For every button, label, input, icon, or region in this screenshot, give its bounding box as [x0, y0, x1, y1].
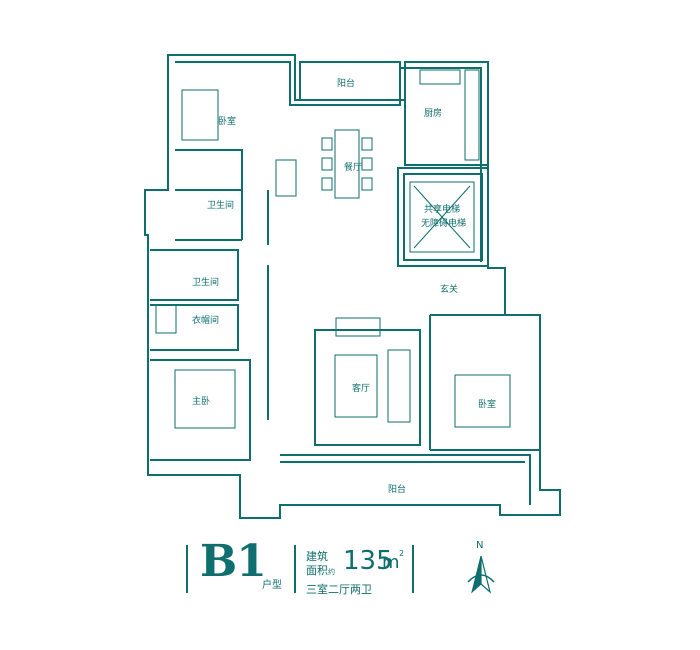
room-label-bathroom-1: 卫生间 — [207, 199, 234, 211]
room-label-balcony-bottom: 阳台 — [388, 483, 406, 495]
unit-type-suffix: 户型 — [262, 580, 282, 591]
room-label-closet: 衣帽间 — [192, 314, 219, 326]
north-label: N — [476, 540, 484, 551]
floor-plan-furniture — [155, 69, 511, 429]
room-label-balcony-top: 阳台 — [337, 77, 355, 89]
layout-description: 三室二厅两卫 — [306, 583, 372, 596]
room-label-entrance: 玄关 — [440, 283, 458, 295]
room-label-bedroom-1: 卧室 — [218, 115, 236, 127]
area-unit-sup: 2 — [399, 549, 405, 558]
room-label-elevator-1: 共享电梯 — [424, 203, 460, 215]
north-arrow-icon — [467, 555, 495, 594]
legend-divider-mid — [294, 545, 296, 593]
room-label-bathroom-2: 卫生间 — [192, 276, 219, 288]
area-label-line1: 建筑 — [306, 550, 328, 563]
room-labels: 卧室 阳台 厨房 餐厅 共享电梯 无障碍电梯 卫生间 卫生间 玄关 衣帽间 客厅… — [192, 77, 496, 495]
floor-plan-walls — [144, 54, 561, 519]
room-label-living: 客厅 — [352, 382, 370, 394]
room-label-kitchen: 厨房 — [424, 107, 442, 119]
unit-type: B1 — [200, 536, 267, 587]
room-label-elevator-2: 无障碍电梯 — [421, 217, 466, 229]
room-label-master: 主卧 — [192, 395, 210, 407]
room-label-bedroom-2: 卧室 — [478, 398, 496, 410]
area-value: 135 — [343, 546, 393, 576]
area-label-approx: 约 — [328, 568, 335, 576]
room-label-dining: 餐厅 — [344, 161, 362, 173]
legend-divider-left — [186, 545, 188, 593]
legend-divider-right — [412, 545, 414, 593]
area-label-line2-text: 面积 — [306, 564, 328, 577]
area-unit: m — [382, 552, 400, 573]
area-label-line2: 面积约 — [306, 565, 335, 578]
